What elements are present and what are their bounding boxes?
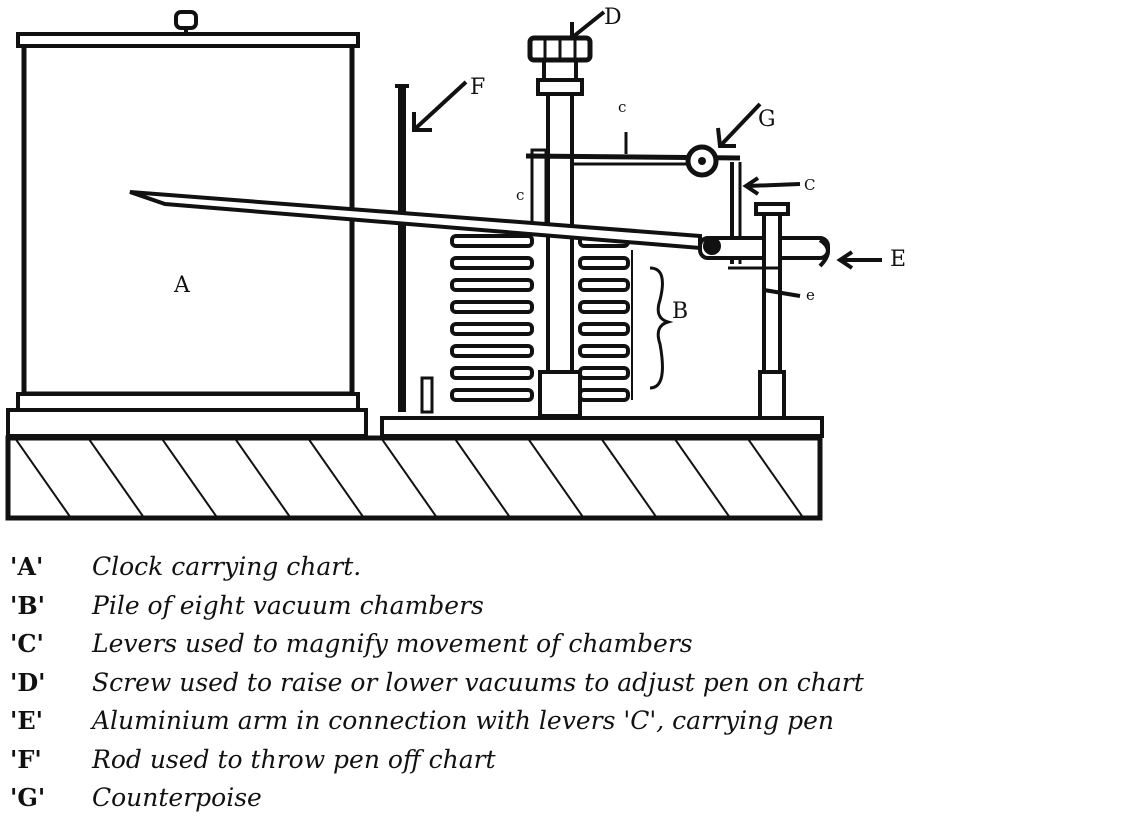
legend-key: 'D' [10,667,46,697]
label-d: D [604,5,622,30]
base-block [5,408,824,521]
label-g: G [758,107,776,132]
legend-text: Rod used to throw pen off chart [92,744,496,774]
label-b: B [672,299,688,324]
legend-key: 'A' [10,552,44,581]
legend-text: Screw used to raise or lower vacuums to … [92,667,864,697]
barograph-diagram: A B D E F G C c c e [5,5,906,521]
legend-row-g: 'G' Counterpoise [4,783,1119,822]
legend-row-a: 'A' Clock carrying chart. [4,552,1119,591]
label-c-top: c [618,98,626,116]
label-c-left: c [516,186,524,204]
pointer-arrows [412,10,882,298]
label-c-right: C [804,176,815,194]
legend-key: 'E' [10,706,43,735]
legend-row-b: 'B' Pile of eight vacuum chambers [4,591,1119,630]
legend-key: 'G' [10,783,46,812]
legend-text: Counterpoise [92,783,262,812]
legend-text: Levers used to magnify movement of chamb… [92,629,693,658]
label-e-lower: e [806,286,815,304]
magnifying-levers [525,132,742,264]
legend-key: 'B' [10,590,45,620]
legend-row-f: 'F' Rod used to throw pen off chart [4,745,1119,784]
counterpoise-pillar [728,202,790,420]
legend-text: Pile of eight vacuum chambers [92,590,484,620]
legend-text: Aluminium arm in connection with levers … [92,706,835,735]
pen-lift-rod [395,84,434,414]
legend: 'A' Clock carrying chart. 'B' Pile of ei… [4,552,1119,822]
legend-text: Clock carrying chart. [92,552,362,581]
legend-row-d: 'D' Screw used to raise or lower vacuums… [4,668,1119,707]
label-a: A [173,273,191,298]
legend-key: 'F' [10,744,42,774]
screw-column [527,35,593,418]
legend-row-e: 'E' Aluminium arm in connection with lev… [4,706,1119,745]
legend-row-c: 'C' Levers used to magnify movement of c… [4,629,1119,668]
label-e: E [890,247,906,272]
label-f: F [470,75,485,100]
legend-key: 'C' [10,629,44,658]
